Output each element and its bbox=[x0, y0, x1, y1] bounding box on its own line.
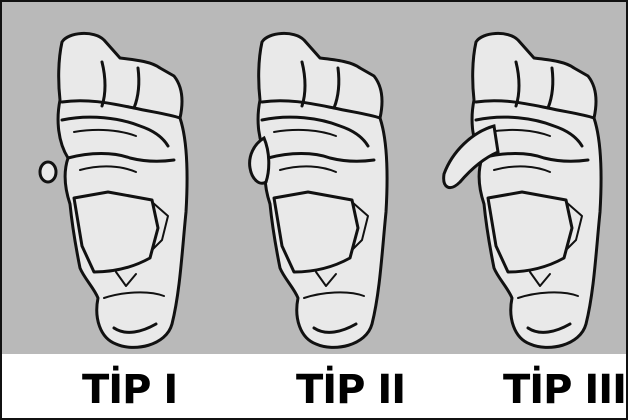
foot-type-1 bbox=[40, 33, 187, 347]
type-3-label: TİP III bbox=[503, 370, 626, 410]
accessory-navicular-medium bbox=[250, 138, 269, 183]
accessory-navicular-small bbox=[40, 162, 56, 182]
type-1-label: TİP I bbox=[82, 370, 177, 410]
type-labels: TİP I TİP II TİP III bbox=[0, 356, 628, 418]
type-2-label: TİP II bbox=[296, 370, 405, 410]
foot-type-2 bbox=[250, 33, 387, 347]
foot-type-3 bbox=[444, 33, 601, 347]
feet-illustration bbox=[2, 2, 626, 354]
